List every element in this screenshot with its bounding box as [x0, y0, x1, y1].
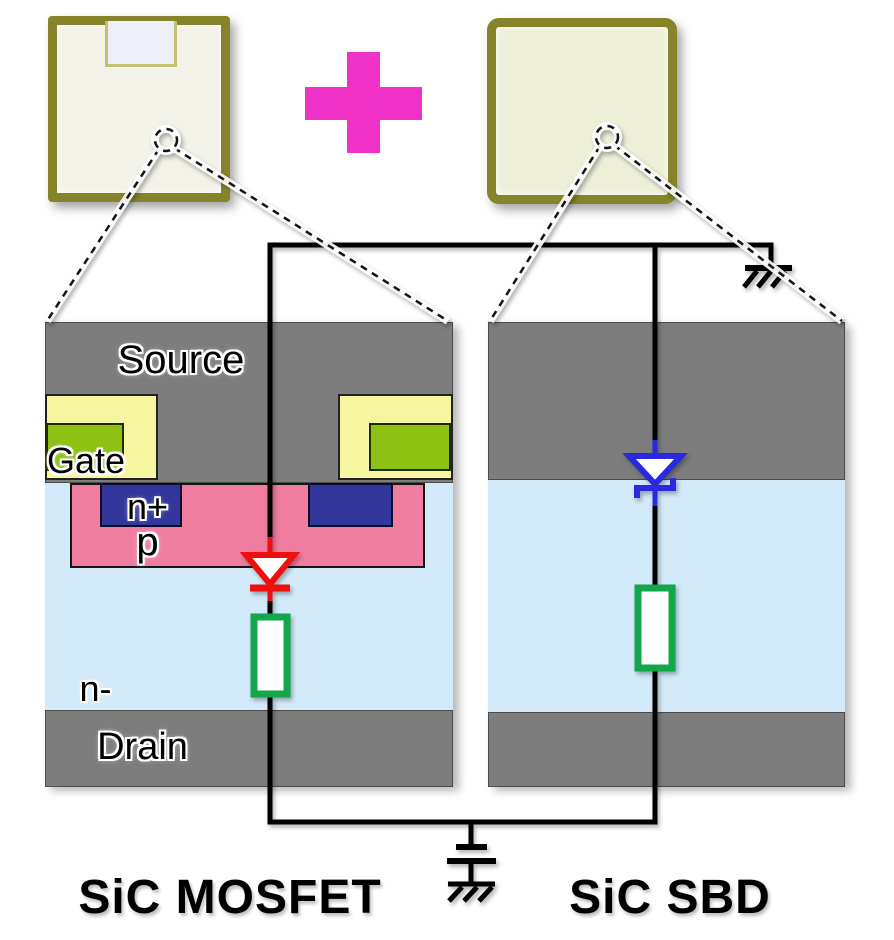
drain-label: Drain [97, 726, 188, 768]
gate-poly-right [369, 423, 451, 471]
anode-metal-region [488, 322, 845, 480]
n-minus-label: n- [79, 668, 112, 709]
n-plus-label: n+ [126, 486, 169, 527]
n-plus-region-left [100, 483, 182, 527]
plus-icon-horizontal-bar [305, 87, 422, 120]
sbd-n-minus-region [488, 480, 845, 712]
capacitor-to-earth-ground-icon [447, 822, 496, 903]
mosfet-cross-section: Source Gate n+ p n- Drain [45, 322, 453, 787]
plus-icon [305, 52, 422, 153]
sbd-cross-section [488, 322, 845, 787]
p-label: p [136, 520, 159, 564]
source-label: Source [117, 338, 245, 382]
mosfet-caption: SiC MOSFET [78, 871, 382, 924]
earth-ground-icon [742, 265, 792, 289]
gate-label: Gate [47, 440, 126, 481]
sbd-die-photo [487, 18, 677, 204]
cathode-metal-region [488, 712, 845, 787]
die-gate-pad [105, 21, 177, 67]
sbd-caption: SiC SBD [569, 871, 771, 924]
gate-poly-left [46, 423, 124, 471]
n-plus-region-right [308, 483, 393, 527]
